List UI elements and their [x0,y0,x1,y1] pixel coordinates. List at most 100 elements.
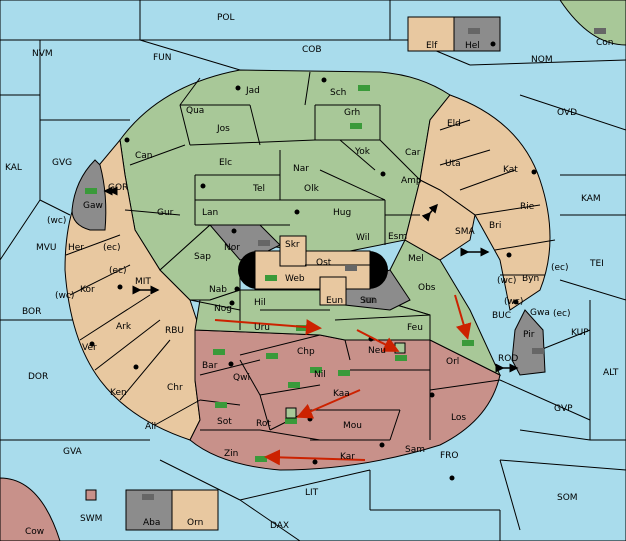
province-label: Can [135,151,153,161]
region-label: GVA [63,447,83,457]
region-label: OVD [557,108,577,118]
province-borders [65,71,556,441]
province-label: Yok [354,147,371,157]
province-label: Qwi [233,373,250,383]
coast-label: (wc) [504,297,523,307]
region-label: TEI [589,259,604,269]
province-label: Lan [202,208,218,218]
ring-red-south[interactable] [189,329,501,471]
home-box-label: Con [596,38,614,48]
order-arrows [214,294,472,466]
home-box-label: Cow [25,527,44,537]
units[interactable] [85,28,606,500]
region-label: LIT [305,488,319,498]
dislodged-marker [394,342,406,354]
province-label: Rot [256,419,271,429]
province-pir-area[interactable] [511,309,546,376]
ring-tan-east[interactable] [419,94,551,311]
province-label: Byn [522,274,539,284]
coast-label: (ec) [103,243,121,253]
province-label: Elc [219,158,232,168]
province-label: Sam [405,445,425,455]
home-box-label: Orn [187,518,203,528]
supply-centers [89,41,537,481]
province-label: Web [285,274,305,284]
province-label: Kor [80,285,95,295]
province-label: Hil [254,298,266,308]
province-label: Ark [116,322,132,332]
coast-label: (ec) [553,309,571,319]
coast-label: (wc) [55,291,74,301]
province-label: Neu [368,346,386,356]
province-label: Gur [157,208,174,218]
home-box-label: Aba [143,518,160,528]
province-label: Bri [489,221,501,231]
region-label: DAX [270,521,289,531]
province-label: Obs [418,283,436,293]
province-label: Sun [360,296,377,306]
region-label: GVG [52,158,72,168]
province-label: Grh [344,108,360,118]
strait-label: GOR [108,183,128,193]
region-label: MVU [36,243,57,253]
strait-label: MIT [135,277,151,287]
province-label: Sap [194,252,211,262]
province-label: Gaw [83,201,103,211]
province-label: Los [451,413,466,423]
province-label: Kaa [333,389,350,399]
region-label: ALT [603,368,619,378]
region-label: BOR [22,307,41,317]
province-label: Ost [316,258,332,268]
province-label: Nab [209,285,227,295]
province-label: Chp [297,347,315,357]
province-label: Zin [224,449,238,459]
province-label: Jos [216,124,230,134]
province-label: Ver [82,343,97,353]
province-label: Nil [314,370,326,380]
region-label: DOR [28,372,48,382]
province-label: Chr [167,383,183,393]
strait-label: RBU [165,326,184,336]
province-label: Jad [245,86,260,96]
province-label: Feu [407,323,423,333]
home-box-elf[interactable] [407,16,455,52]
province-label: Kar [340,452,355,462]
coast-label: (ec) [109,266,127,276]
swm-marker [85,489,97,501]
coast-label: (wc) [497,276,516,286]
province-label: Rie [520,202,535,212]
province-label: Mou [343,421,362,431]
province-label: Sch [330,88,346,98]
strait-labels: GOR MIT RBU SMA BUC ROD [108,183,518,364]
region-label: GVP [554,404,573,414]
province-label: Qua [186,106,204,116]
region-label: SWM [80,514,102,524]
army-unit [85,85,474,462]
province-label: Hug [333,208,351,218]
home-box-labels: Elf Hel Con Aba Orn Cow [25,38,614,537]
outer-region-labels: POL NVM FUN COB NOM OVD KAL GVG KAM TEI … [5,13,619,531]
strait-label: SMA [455,227,475,237]
coast-labels: (wc) (ec) (ec) (wc) (wc) (ec) (wc) (ec) [47,216,571,319]
strait-label: BUC [492,311,511,321]
province-label: Her [68,243,84,253]
province-label: Nog [214,304,232,314]
province-label: Car [405,148,421,158]
region-label: FRO [440,451,459,461]
province-label: Mel [408,254,424,264]
province-label: Nor [224,243,240,253]
province-label: Sot [217,417,232,427]
province-label: Bar [202,361,218,371]
province-label: Uta [445,159,461,169]
province-label: Eun [326,296,343,306]
region-label: KUP [571,328,589,338]
region-label: SOM [557,493,578,503]
home-box-orn[interactable] [171,489,219,531]
region-label: KAM [581,194,601,204]
province-label: Pir [523,330,535,340]
strait-label: ROD [498,354,518,364]
province-label: Ail [145,422,156,432]
strait-arrows [103,186,519,373]
province-label: Eld [447,119,461,129]
